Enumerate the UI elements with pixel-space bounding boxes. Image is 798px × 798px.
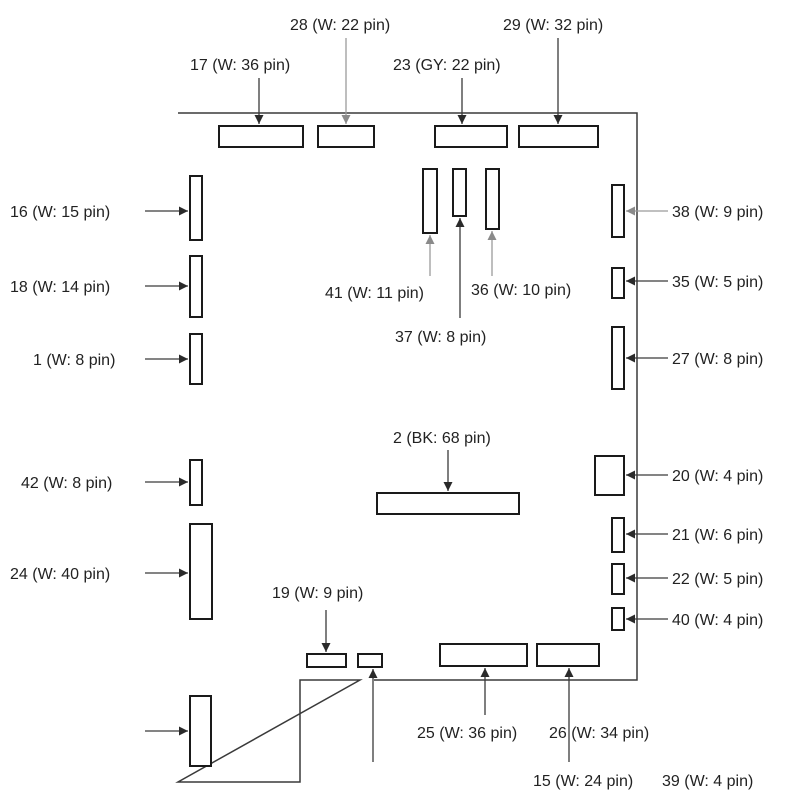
connector-2 bbox=[376, 492, 520, 515]
connector-17 bbox=[218, 125, 304, 148]
label-41: 41 (W: 11 pin) bbox=[325, 285, 424, 302]
connector-37 bbox=[452, 168, 467, 217]
connector-29 bbox=[518, 125, 599, 148]
connector-26 bbox=[536, 643, 600, 667]
label-37: 37 (W: 8 pin) bbox=[395, 329, 486, 346]
connector-42 bbox=[189, 459, 203, 506]
label-42: 42 (W: 8 pin) bbox=[21, 475, 112, 492]
connector-41 bbox=[422, 168, 438, 234]
label-38: 38 (W: 9 pin) bbox=[672, 204, 763, 221]
connector-38 bbox=[611, 184, 625, 238]
label-24: 24 (W: 40 pin) bbox=[10, 566, 110, 583]
connector-16 bbox=[189, 175, 203, 241]
connector-21 bbox=[611, 517, 625, 553]
label-17: 17 (W: 36 pin) bbox=[190, 57, 290, 74]
label-40: 40 (W: 4 pin) bbox=[672, 612, 763, 629]
connector-15 bbox=[189, 695, 212, 767]
label-20: 20 (W: 4 pin) bbox=[672, 468, 763, 485]
label-27: 27 (W: 8 pin) bbox=[672, 351, 763, 368]
label-1: 1 (W: 8 pin) bbox=[33, 352, 115, 369]
label-25: 25 (W: 36 pin) bbox=[417, 725, 517, 742]
label-29: 29 (W: 32 pin) bbox=[503, 17, 603, 34]
label-19: 19 (W: 9 pin) bbox=[272, 585, 363, 602]
label-23: 23 (GY: 22 pin) bbox=[393, 57, 501, 74]
connector-36 bbox=[485, 168, 500, 230]
label-39: 39 (W: 4 pin) bbox=[662, 773, 753, 790]
label-15: 15 (W: 24 pin) bbox=[533, 773, 633, 790]
connector-28 bbox=[317, 125, 375, 148]
connector-39 bbox=[357, 653, 383, 668]
board-outline bbox=[175, 112, 638, 783]
label-26: 26 (W: 34 pin) bbox=[549, 725, 649, 742]
connector-18 bbox=[189, 255, 203, 318]
connector-20 bbox=[594, 455, 625, 496]
label-35: 35 (W: 5 pin) bbox=[672, 274, 763, 291]
connector-40 bbox=[611, 607, 625, 631]
connector-1 bbox=[189, 333, 203, 385]
label-2: 2 (BK: 68 pin) bbox=[393, 430, 491, 447]
label-21: 21 (W: 6 pin) bbox=[672, 527, 763, 544]
label-36: 36 (W: 10 pin) bbox=[471, 282, 571, 299]
label-22: 22 (W: 5 pin) bbox=[672, 571, 763, 588]
connector-25 bbox=[439, 643, 528, 667]
label-16: 16 (W: 15 pin) bbox=[10, 204, 110, 221]
label-18: 18 (W: 14 pin) bbox=[10, 279, 110, 296]
connector-35 bbox=[611, 267, 625, 299]
connector-22 bbox=[611, 563, 625, 595]
connector-23 bbox=[434, 125, 508, 148]
connector-27 bbox=[611, 326, 625, 390]
connector-19 bbox=[306, 653, 347, 668]
connector-24 bbox=[189, 523, 213, 620]
label-28: 28 (W: 22 pin) bbox=[290, 17, 390, 34]
